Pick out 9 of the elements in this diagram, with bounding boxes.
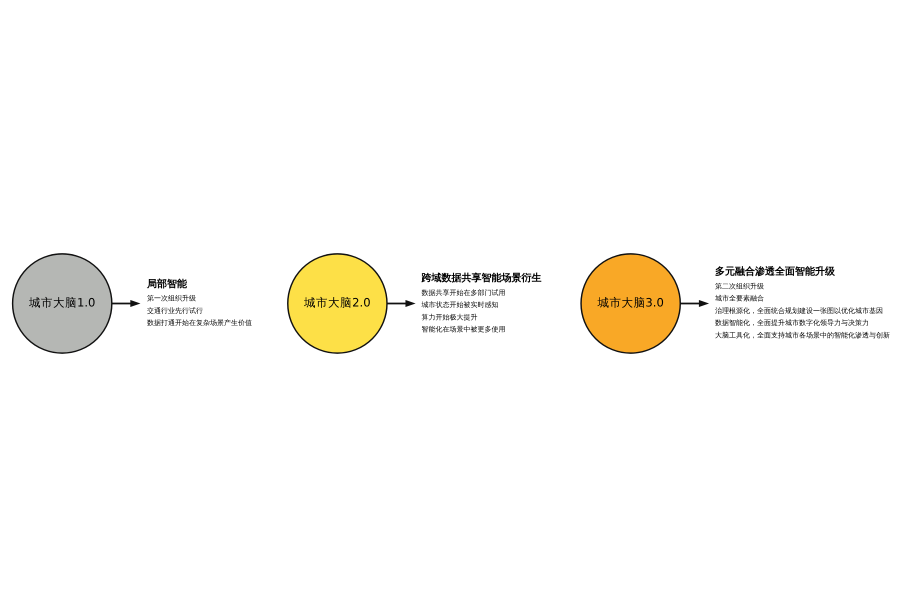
arrow [680,300,710,308]
node-circle: 城市大脑2.0 [287,253,388,354]
node-circle: 城市大脑3.0 [580,253,681,354]
node-text: 局部智能 第一次组织升级 交通行业先行试行 数据打通开始在复杂场景产生价值 [146,278,252,328]
node-text: 多元融合渗透全面智能升级 第二次组织升级 城市全要素融合 治理根源化，全面统合规划建设一张图以优化城市基因 数据智能化，全面提升城市数字化领导力与决策力 大脑工具化，全面支持城市各场景中的智能化渗透与创新 [715,266,890,340]
node-text: 跨域数据共享智能场景衍生 数据共享开始在多部门试用 城市状态开始被实时感知 算力开始极大提升 智能化在场景中被更多使用 [422,273,542,334]
arrow [112,300,140,308]
node-circle: 城市大脑1.0 [12,253,113,354]
arrow [387,300,416,308]
